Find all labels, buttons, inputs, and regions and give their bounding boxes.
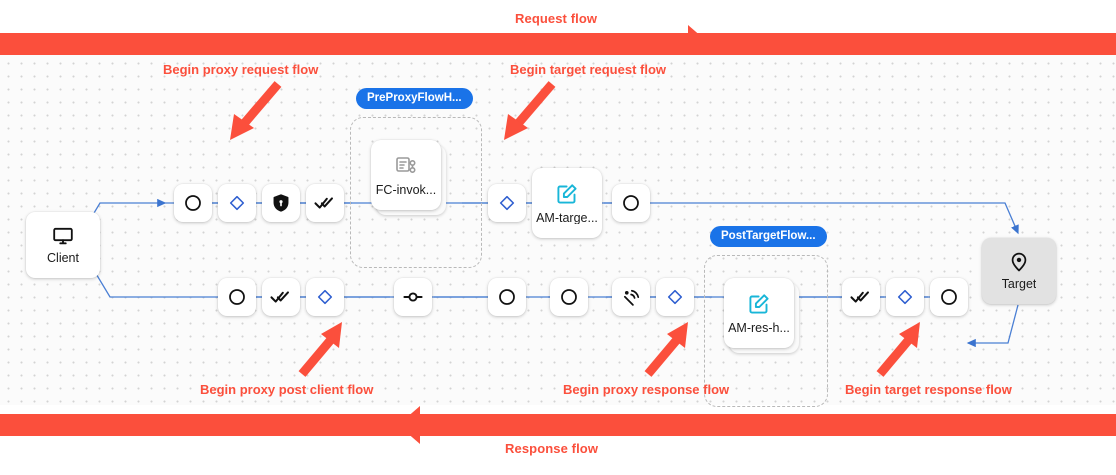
policy-node-label: AM-res-h... xyxy=(728,321,790,335)
response-flow-label: Response flow xyxy=(505,441,599,456)
group-posttarget-flow-hook[interactable] xyxy=(704,255,828,407)
group-preproxy-flow-hook[interactable] xyxy=(350,117,482,268)
diamond-icon xyxy=(666,288,684,306)
annotation-begin-target-request-flow: Begin target request flow xyxy=(510,62,667,77)
flow-canvas[interactable]: PreProxyFlowH... FC-invok... PostTargetF… xyxy=(0,55,1116,407)
diamond-icon xyxy=(228,194,246,212)
flow-start-node-target-request[interactable] xyxy=(488,184,526,222)
annotation-arrow-proxy-post-client xyxy=(298,322,342,377)
flow-start-node-proxy-post-client[interactable] xyxy=(306,278,344,316)
policy-node-am-res-h[interactable]: AM-res-h... xyxy=(724,278,794,348)
step-node-circle[interactable] xyxy=(612,184,650,222)
diamond-icon xyxy=(896,288,914,306)
step-node-double-check[interactable] xyxy=(262,278,300,316)
diamond-icon xyxy=(498,194,516,212)
group-badge-preproxy[interactable]: PreProxyFlowH... xyxy=(356,88,473,109)
step-node-broadcast[interactable] xyxy=(612,278,650,316)
circle-icon xyxy=(497,287,517,307)
step-node-node-dot[interactable] xyxy=(394,278,432,316)
annotation-arrow-proxy-request xyxy=(230,81,282,140)
assign-message-icon xyxy=(555,182,579,206)
step-node-circle[interactable] xyxy=(218,278,256,316)
circle-icon xyxy=(227,287,247,307)
annotation-arrow-target-response xyxy=(876,322,920,377)
annotation-arrow-proxy-response xyxy=(644,322,688,377)
policy-node-fc-invoke[interactable]: FC-invok... xyxy=(371,140,441,210)
annotation-begin-proxy-post-client-flow: Begin proxy post client flow xyxy=(200,382,374,397)
circle-icon xyxy=(939,287,959,307)
circle-icon xyxy=(621,193,641,213)
endpoint-label: Target xyxy=(1001,278,1037,291)
assign-message-icon xyxy=(747,292,771,316)
double-check-icon xyxy=(270,286,292,308)
shield-lock-icon xyxy=(271,193,291,213)
response-flow-arrowhead-icon xyxy=(398,406,420,444)
circle-icon xyxy=(183,193,203,213)
request-flow-arrowhead-icon xyxy=(688,25,710,63)
annotation-arrow-target-request xyxy=(504,81,556,140)
policy-node-am-target[interactable]: AM-targe... xyxy=(532,168,602,238)
location-pin-icon xyxy=(1008,251,1030,273)
monitor-icon xyxy=(52,225,74,247)
step-node-circle[interactable] xyxy=(174,184,212,222)
request-flow-label: Request flow xyxy=(515,11,598,26)
endpoint-client[interactable]: Client xyxy=(26,212,100,278)
annotation-begin-proxy-request-flow: Begin proxy request flow xyxy=(163,62,319,77)
flow-start-node-target-response[interactable] xyxy=(886,278,924,316)
step-node-shield-lock[interactable] xyxy=(262,184,300,222)
policy-node-label: FC-invok... xyxy=(375,183,437,197)
endpoint-target[interactable]: Target xyxy=(982,238,1056,304)
flow-start-node-proxy-request[interactable] xyxy=(218,184,256,222)
diamond-icon xyxy=(316,288,334,306)
flow-start-node-proxy-response[interactable] xyxy=(656,278,694,316)
step-node-circle[interactable] xyxy=(550,278,588,316)
broadcast-icon xyxy=(621,287,642,308)
policy-node-label: AM-targe... xyxy=(536,211,598,225)
annotation-begin-proxy-response-flow: Begin proxy response flow xyxy=(563,382,730,397)
step-node-double-check[interactable] xyxy=(306,184,344,222)
step-node-circle[interactable] xyxy=(488,278,526,316)
endpoint-label: Client xyxy=(47,252,79,265)
circle-icon xyxy=(559,287,579,307)
request-flow-banner xyxy=(0,33,1116,55)
group-badge-posttarget[interactable]: PostTargetFlow... xyxy=(710,226,827,247)
response-flow-banner xyxy=(0,414,1116,436)
step-node-double-check[interactable] xyxy=(842,278,880,316)
step-node-circle[interactable] xyxy=(930,278,968,316)
double-check-icon xyxy=(314,192,336,214)
node-dot-icon xyxy=(402,286,424,308)
annotation-begin-target-response-flow: Begin target response flow xyxy=(845,382,1012,397)
flow-callout-icon xyxy=(394,154,418,178)
double-check-icon xyxy=(850,286,872,308)
